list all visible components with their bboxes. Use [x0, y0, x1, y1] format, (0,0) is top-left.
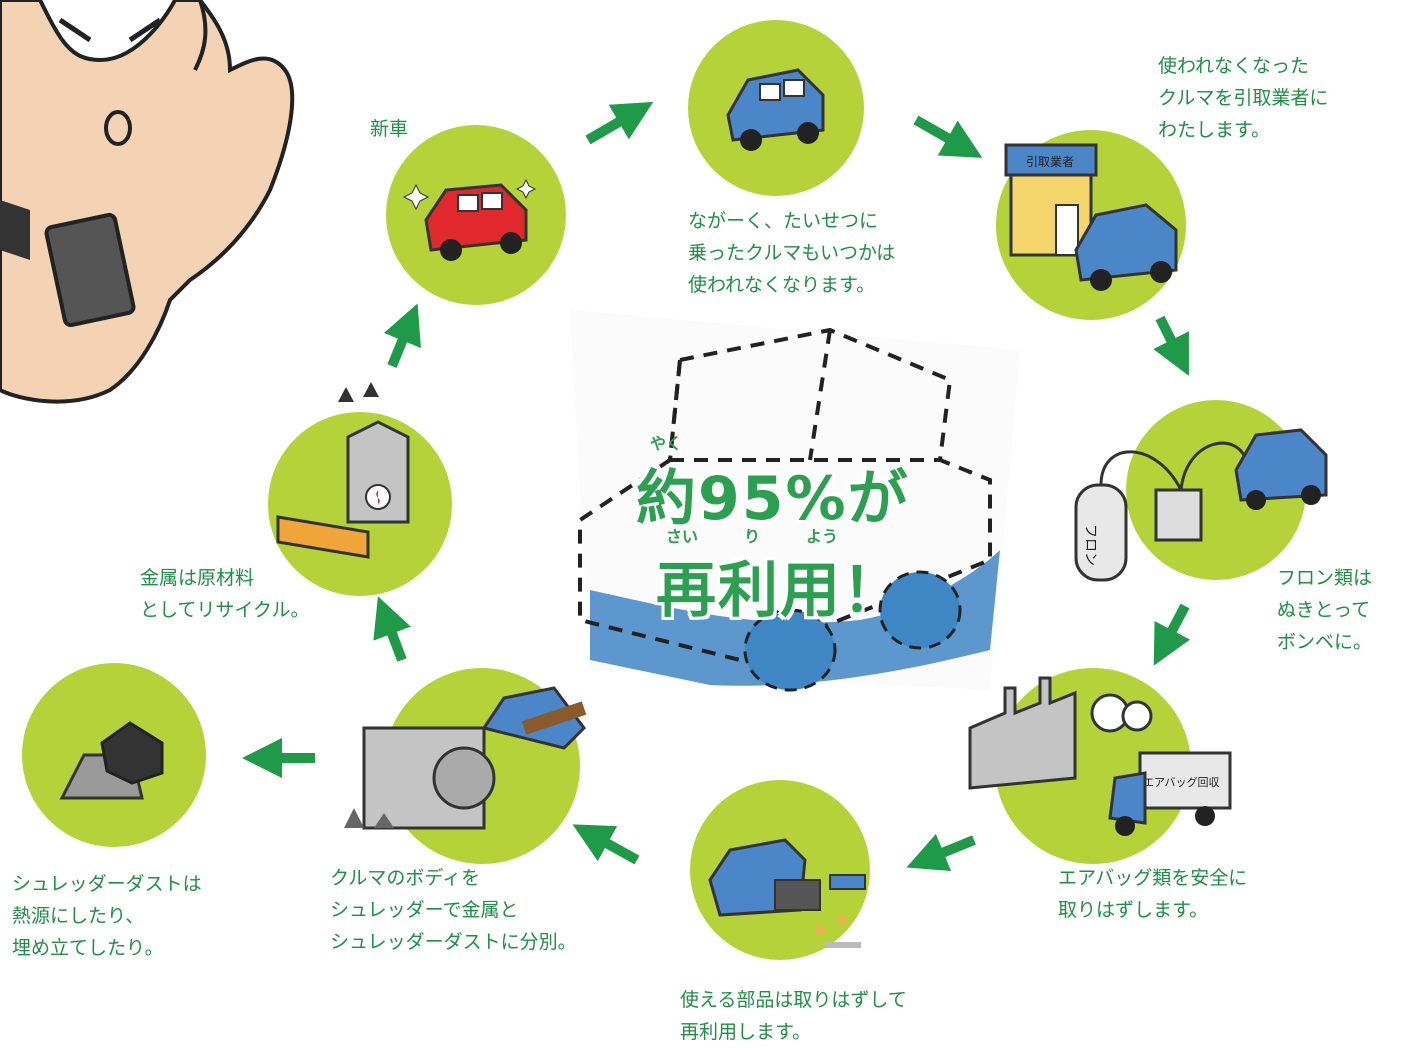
- furnace-icon: [276, 382, 410, 559]
- center-car-outline: [570, 310, 1020, 692]
- label-long-use: ながーく、たいせつに 乗ったクルマもいつかは 使われなくなります。: [688, 210, 896, 296]
- arrow-1: [585, 101, 654, 145]
- label-dealer: 使われなくなった クルマを引取業者に わたします。: [1158, 55, 1329, 141]
- freon-tank-icon: フロン: [1074, 428, 1328, 582]
- airbag-truck-icon: エアバッグ回収: [968, 676, 1232, 836]
- car-parts-icon: [708, 838, 866, 948]
- label-parts: 使える部品は取りはずして 再利用します。: [680, 989, 907, 1043]
- label-metal: 金属は原材料 としてリサイクル。: [140, 567, 310, 621]
- label-dust: シュレッダーダストは 熱源にしたり、 埋め立てしたり。: [12, 873, 202, 959]
- step-dealer: 引取業者: [996, 130, 1186, 320]
- label-new-car: 新車: [370, 118, 409, 140]
- step-shredder: [344, 668, 587, 864]
- dealer-sign: 引取業者: [1026, 155, 1074, 169]
- arrow-5: [906, 833, 976, 871]
- ruby-you: よう: [806, 527, 839, 546]
- arrow-4: [1153, 603, 1190, 666]
- label-shredder: クルマのボディを シュレッダーで金属と シュレッダーダストに分別。: [330, 867, 577, 953]
- freon-tank-label: フロン: [1082, 524, 1098, 566]
- arrow-6: [572, 824, 640, 865]
- step-new-car: [386, 125, 566, 305]
- red-car-icon: [402, 178, 537, 261]
- ruby-yaku: やく: [650, 434, 683, 453]
- dust-blocks-icon: [59, 721, 164, 800]
- label-airbag: エアバッグ類を安全に 取りはずします。: [1058, 867, 1248, 921]
- center-headline-2: 再利用！: [656, 556, 904, 626]
- arrow-9: [383, 303, 421, 368]
- ruby-sai: さい: [666, 527, 699, 546]
- shredder-machine-icon: [344, 686, 587, 830]
- dealer-building-icon: 引取業者: [1004, 143, 1178, 291]
- ruby-ri: り: [744, 527, 761, 546]
- step-freon: フロン: [1074, 400, 1328, 582]
- blue-car-icon: [726, 68, 825, 151]
- center-headline-1: 約95%が: [636, 464, 910, 534]
- step-metal: [268, 382, 452, 596]
- step-parts: [690, 780, 870, 960]
- arrow-2: [913, 115, 983, 158]
- step-airbag: エアバッグ回収: [968, 668, 1232, 864]
- arrow-8: [373, 596, 411, 662]
- label-freon: フロン類は ぬきとって ボンベに。: [1277, 567, 1373, 653]
- truck-sign: エアバッグ回収: [1143, 775, 1220, 789]
- arrow-3: [1153, 315, 1189, 376]
- step-long-use: [688, 20, 864, 196]
- step-dust: [22, 663, 206, 847]
